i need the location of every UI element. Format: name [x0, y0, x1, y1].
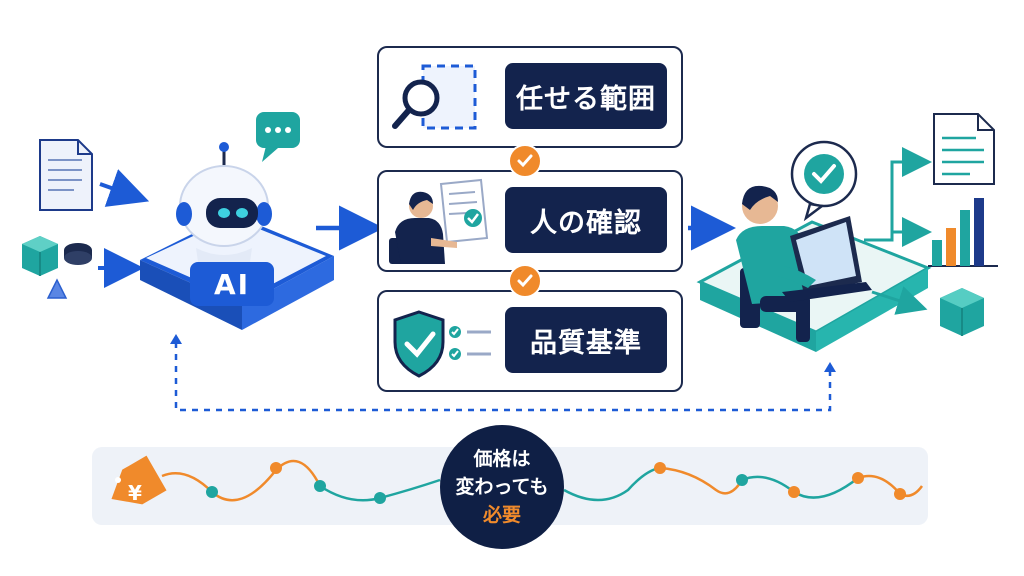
input-arrow-top [99, 169, 150, 207]
robot-icon [176, 142, 272, 267]
price-note-circle: 価格は 変わっても 必要 [440, 425, 564, 549]
document-icon [39, 139, 93, 211]
step-card-quality: 品質基準 [377, 290, 683, 392]
check-badge-icon [508, 144, 542, 178]
step-label-review: 人の確認 [505, 187, 667, 253]
step-label-quality: 品質基準 [505, 307, 667, 373]
output-arrow-cube [871, 286, 928, 315]
report-document-icon [933, 113, 995, 185]
price-note-line3: 必要 [482, 504, 521, 526]
output-arrow-document [864, 147, 932, 242]
step-card-scope: 任せる範囲 [377, 46, 683, 148]
person-reviewing-document-icon [389, 178, 489, 264]
feedback-arrow-up-left [170, 334, 182, 344]
ai-badge: AI [190, 262, 274, 306]
chat-bubble-icon [256, 112, 300, 162]
feedback-arrow-up-right [824, 362, 836, 372]
disc-icon [64, 243, 92, 265]
person-at-laptop-icon [736, 185, 872, 342]
step-card-review: 人の確認 [377, 170, 683, 272]
price-note-line1: 価格は [473, 448, 531, 470]
magnifier-selection-icon [392, 64, 477, 130]
triangle-icon [46, 278, 68, 299]
check-badge-icon [508, 264, 542, 298]
cube-icon [22, 236, 58, 276]
bar-chart-icon [928, 198, 998, 267]
shield-checklist-icon [393, 310, 491, 378]
step-label-scope: 任せる範囲 [505, 63, 667, 129]
cube-icon [940, 288, 984, 336]
approval-check-icon [790, 140, 858, 222]
price-note-line2: 変わっても [455, 476, 549, 498]
